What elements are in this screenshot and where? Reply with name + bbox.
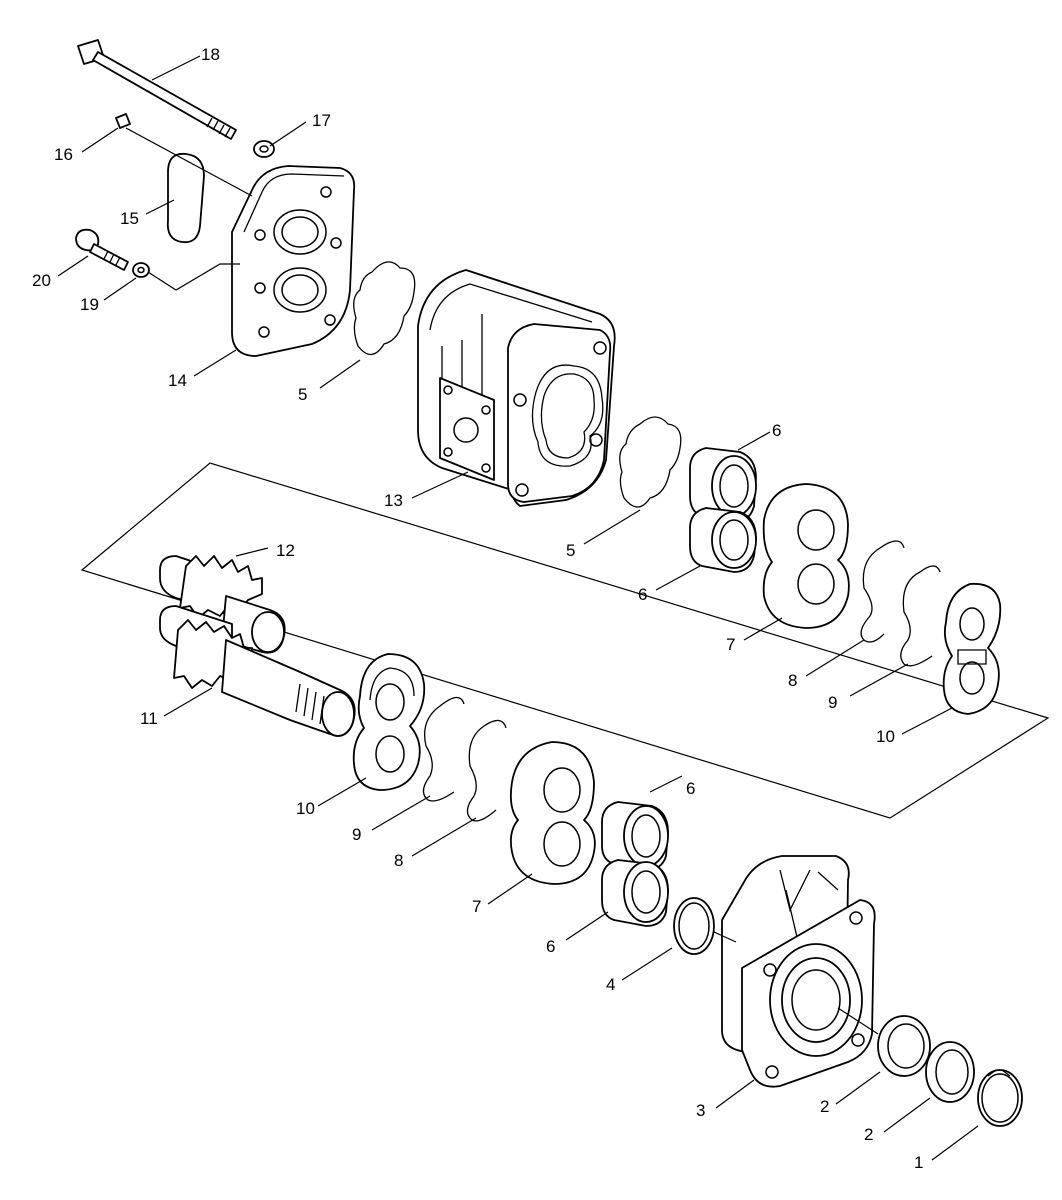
gear-group-outline <box>80 462 1050 819</box>
callout-2-b: 2 <box>864 1125 873 1144</box>
callout-19: 19 <box>80 295 99 314</box>
callout-12: 12 <box>276 541 295 560</box>
callout-5-upper: 5 <box>298 385 307 404</box>
bolt-18 <box>77 39 237 140</box>
bushing-6-c <box>601 801 669 871</box>
seal-9-upper <box>900 565 941 667</box>
callout-6-lower-b: 6 <box>546 937 555 956</box>
gear-shaft-11 <box>159 605 356 737</box>
callout-7-upper: 7 <box>726 635 735 654</box>
callout-2-a: 2 <box>820 1097 829 1116</box>
pin-16 <box>115 113 131 129</box>
callout-18: 18 <box>201 45 220 64</box>
callout-6-upper-b: 6 <box>638 585 647 604</box>
callout-17: 17 <box>312 111 331 130</box>
wear-plate-10-upper <box>942 582 1002 715</box>
callout-8-lower: 8 <box>394 851 403 870</box>
bushing-6-a <box>689 447 757 523</box>
callout-15: 15 <box>120 209 139 228</box>
callout-9-lower: 9 <box>352 825 361 844</box>
plate-15 <box>166 152 205 244</box>
seal-9-lower <box>422 696 465 802</box>
housing-13 <box>417 269 616 507</box>
shaft-seal-2-b <box>925 1041 975 1103</box>
callout-9-upper: 9 <box>828 693 837 712</box>
snap-ring-1 <box>977 1069 1023 1127</box>
callout-8-upper: 8 <box>788 671 797 690</box>
cover-plate-14 <box>231 165 356 357</box>
callout-3: 3 <box>696 1101 705 1120</box>
callouts: 18 17 16 15 20 19 14 5 13 5 6 6 7 8 9 10… <box>32 45 923 1172</box>
callout-6-lower-a: 6 <box>686 779 695 798</box>
gasket-5-lower <box>619 416 682 508</box>
o-ring-4 <box>673 897 715 955</box>
callout-7-lower: 7 <box>472 897 481 916</box>
bearing-block-7-lower <box>509 741 596 885</box>
seal-8-lower <box>466 719 507 822</box>
wear-plate-10-lower <box>352 653 426 791</box>
callout-10-lower: 10 <box>296 799 315 818</box>
callout-1: 1 <box>914 1153 923 1172</box>
callout-4: 4 <box>606 975 615 994</box>
callout-20: 20 <box>32 271 51 290</box>
seal-8-upper <box>860 540 905 643</box>
callout-10-upper: 10 <box>876 727 895 746</box>
callout-6-upper-a: 6 <box>772 421 781 440</box>
washer-17 <box>253 140 275 158</box>
bearing-block-7-upper <box>762 483 850 629</box>
screw-20 <box>75 228 129 271</box>
gasket-5-upper <box>353 261 416 356</box>
callout-14: 14 <box>168 371 187 390</box>
leader-lines <box>57 55 979 1161</box>
bushing-6-d <box>601 859 669 927</box>
callout-16: 16 <box>54 145 73 164</box>
callout-5-lower: 5 <box>566 541 575 560</box>
callout-13: 13 <box>384 491 403 510</box>
washer-19 <box>132 262 150 278</box>
bushing-6-b <box>689 507 757 573</box>
callout-11: 11 <box>140 709 158 728</box>
front-cover-3 <box>721 855 876 1088</box>
shaft-seal-2-a <box>877 1015 931 1077</box>
